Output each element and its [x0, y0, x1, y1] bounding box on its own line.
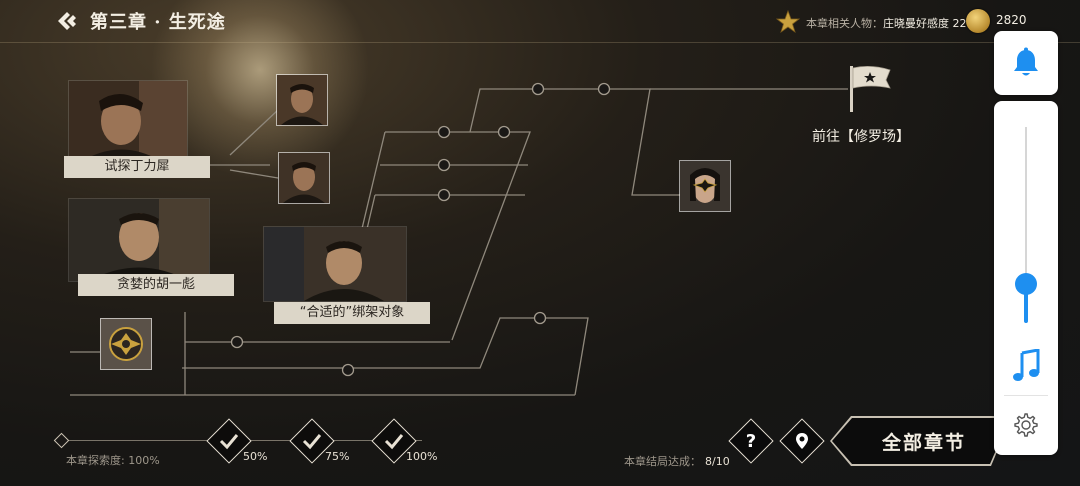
story-node-label[interactable]: 贪婪的胡一彪 — [78, 274, 234, 296]
back-icon[interactable] — [55, 9, 79, 33]
milestone-label: 75% — [325, 450, 350, 463]
volume-slider-knob[interactable] — [1015, 273, 1037, 295]
story-card-ding[interactable] — [68, 80, 188, 164]
ending-status: 本章结局达成： 8/10 — [624, 453, 730, 469]
portrait-image — [264, 227, 406, 301]
settings-gear-icon[interactable] — [1013, 412, 1039, 438]
destination-label[interactable]: 前往【修罗场】 — [812, 129, 910, 145]
portrait-image — [279, 153, 329, 203]
exploration-value: 100% — [128, 454, 160, 467]
story-card-kidnap[interactable] — [263, 226, 407, 302]
milestone-75[interactable] — [289, 418, 335, 464]
milestone-50[interactable] — [206, 418, 252, 464]
related-character-info: 本章相关人物：庄晓曼好感度 22 — [806, 15, 967, 31]
coin-count: 2820 — [996, 13, 1027, 27]
coin-icon — [966, 9, 990, 33]
map-pin-icon — [796, 433, 808, 449]
chapter-title: 第三章 · 生死途 — [90, 12, 226, 33]
portrait-image — [69, 199, 209, 281]
music-note-icon[interactable] — [1011, 349, 1041, 383]
related-value: 庄晓曼好感度 22 — [883, 17, 967, 30]
check-icon — [384, 434, 404, 450]
all-chapters-button[interactable]: 全部章节 — [832, 418, 1010, 464]
portrait-image — [69, 81, 187, 163]
portrait-image — [680, 161, 730, 211]
portrait-image — [277, 75, 327, 125]
exploration-status: 本章探索度: 100% — [66, 452, 160, 468]
emblem-icon — [109, 327, 143, 361]
notification-panel[interactable] — [994, 31, 1058, 95]
volume-slider-fill — [1024, 283, 1028, 323]
all-chapters-label: 全部章节 — [882, 432, 967, 454]
milestone-100[interactable] — [371, 418, 417, 464]
question-icon: ? — [745, 430, 757, 452]
thumb-masked-woman[interactable] — [679, 160, 731, 212]
ending-value: 8/10 — [705, 455, 730, 468]
ending-label: 本章结局达成： — [624, 455, 701, 468]
thumb-emblem-locked[interactable] — [100, 318, 152, 370]
locate-button[interactable] — [779, 418, 825, 464]
destination-flag-icon[interactable] — [846, 62, 894, 114]
story-node-label[interactable]: “合适的”绑架对象 — [274, 302, 430, 324]
check-icon — [219, 434, 239, 450]
thumb-ding-1[interactable] — [276, 74, 328, 126]
panel-divider — [1004, 395, 1048, 396]
story-node-label[interactable]: 试探丁力犀 — [64, 156, 210, 178]
bell-icon — [1014, 47, 1038, 76]
volume-slider-track[interactable] — [1025, 127, 1027, 323]
top-bar: 第三章 · 生死途 本章相关人物：庄晓曼好感度 22 2820 — [0, 0, 1080, 43]
story-card-hu[interactable] — [68, 198, 210, 282]
milestone-label: 50% — [243, 450, 268, 463]
exploration-label: 本章探索度: — [66, 454, 125, 467]
star-icon — [776, 10, 800, 34]
thumb-ding-2[interactable] — [278, 152, 330, 204]
check-icon — [302, 434, 322, 450]
milestone-label: 100% — [406, 450, 438, 463]
media-control-panel — [994, 101, 1058, 455]
related-label: 本章相关人物： — [806, 17, 883, 30]
